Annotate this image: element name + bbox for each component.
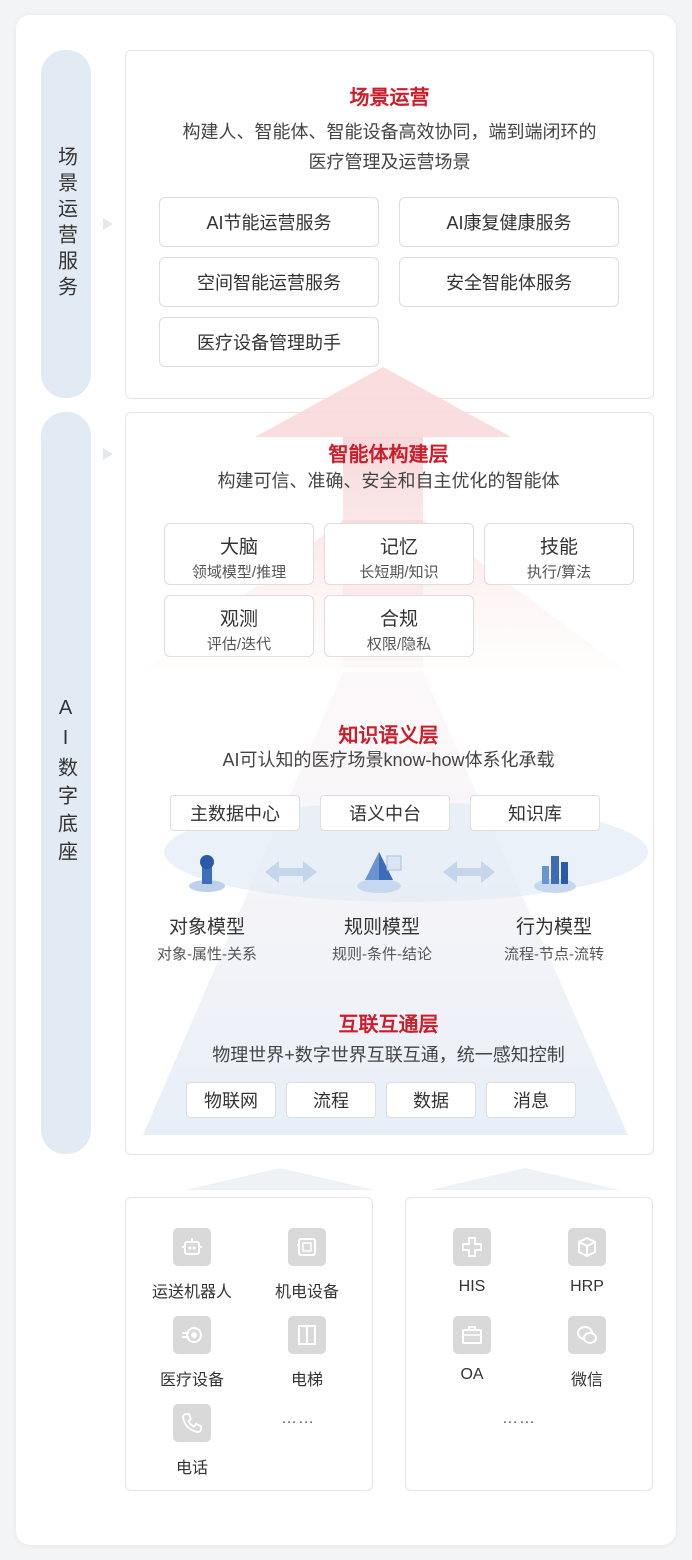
scanner-icon — [173, 1316, 211, 1354]
connector-left — [185, 1168, 375, 1190]
model-name: 对象模型 — [168, 917, 245, 938]
scene-desc-line2: 医疗管理及运营场景 — [308, 152, 471, 172]
service-medical-device-assistant: 医疗设备管理助手 — [159, 317, 379, 367]
tag-master-data: 主数据中心 — [170, 795, 300, 831]
system-label: OA — [460, 1366, 484, 1383]
more-ellipsis: …… — [281, 1410, 315, 1427]
object-model-icon — [189, 855, 225, 892]
bidirectional-arrow-icon — [265, 861, 317, 883]
interconnect-layer-title: 互联互通层 — [338, 1014, 439, 1036]
model-desc: 对象-属性-关系 — [157, 946, 257, 963]
capability-name: 观测 — [219, 609, 258, 630]
systems-panel: HIS HRP OA 微信 …… — [405, 1197, 653, 1491]
side-label-scene-service: 场景运营服务 — [41, 50, 91, 398]
model-name: 规则模型 — [343, 917, 420, 938]
device-telephone: 电话 — [147, 1404, 237, 1478]
scene-desc-line1: 构建人、智能体、智能设备高效协同，端到端闭环的 — [182, 122, 597, 142]
device-label: 机电设备 — [274, 1284, 339, 1301]
knowledge-layer-title: 知识语义层 — [338, 725, 439, 747]
tag-data: 数据 — [386, 1082, 476, 1118]
behavior-model-icon — [534, 856, 576, 893]
agent-layer-desc: 构建可信、准确、安全和自主优化的智能体 — [217, 471, 560, 491]
rule-model-icon — [357, 852, 402, 893]
service-space-intelligence: 空间智能运营服务 — [159, 257, 379, 307]
capability-name: 技能 — [539, 537, 578, 558]
device-label: 电话 — [175, 1460, 208, 1477]
tag-knowledge-base: 知识库 — [470, 795, 600, 831]
capability-compliance: 合规 权限/隐私 — [324, 595, 474, 657]
device-label: 电梯 — [290, 1372, 323, 1389]
capability-memory: 记忆 长短期/知识 — [324, 523, 474, 585]
service-security-agent: 安全智能体服务 — [399, 257, 619, 307]
side-label-text: 场景运营服务 — [54, 146, 77, 302]
briefcase-icon — [453, 1316, 491, 1354]
capability-name: 记忆 — [379, 537, 418, 558]
tag-process: 流程 — [286, 1082, 376, 1118]
system-label: HIS — [458, 1278, 486, 1295]
system-label: 微信 — [570, 1372, 603, 1389]
system-wechat: 微信 — [542, 1316, 632, 1390]
interconnect-layer-desc: 物理世界+数字世界互联互通，统一感知控制 — [212, 1045, 565, 1065]
arrow-right-icon — [103, 448, 113, 460]
capability-observe: 观测 评估/迭代 — [164, 595, 314, 657]
side-label-text: AI数字底座 — [54, 697, 77, 869]
capability-brain: 大脑 领域模型/推理 — [164, 523, 314, 585]
service-ai-rehab: AI康复健康服务 — [399, 197, 619, 247]
model-desc: 流程-节点-流转 — [504, 946, 604, 963]
system-label: HRP — [570, 1278, 604, 1295]
robot-icon — [173, 1228, 211, 1266]
devices-panel: 运送机器人 机电设备 医疗设备 电梯 电话 …… — [125, 1197, 373, 1491]
object-model: 对象模型 对象-属性-关系 — [132, 912, 282, 964]
capability-name: 合规 — [379, 609, 418, 630]
device-elevator: 电梯 — [262, 1316, 352, 1390]
device-electromechanical: 机电设备 — [262, 1228, 352, 1302]
device-medical: 医疗设备 — [147, 1316, 237, 1390]
capability-desc: 权限/隐私 — [366, 636, 432, 653]
capability-desc: 评估/迭代 — [206, 636, 272, 653]
capability-desc: 执行/算法 — [526, 564, 592, 581]
elevator-icon — [288, 1316, 326, 1354]
system-hrp: HRP — [542, 1228, 632, 1296]
tag-semantic-platform: 语义中台 — [320, 795, 450, 831]
scene-title: 场景运营 — [349, 87, 430, 109]
connector-right — [430, 1168, 620, 1190]
arrow-head — [255, 367, 511, 437]
bidirectional-arrow-icon — [443, 861, 495, 883]
box-icon — [568, 1228, 606, 1266]
more-ellipsis: …… — [502, 1410, 536, 1427]
medical-cross-icon — [453, 1228, 491, 1266]
tag-iot: 物联网 — [186, 1082, 276, 1118]
knowledge-beam — [143, 672, 628, 1135]
capability-desc: 领域模型/推理 — [191, 564, 287, 581]
behavior-model: 行为模型 流程-节点-流转 — [479, 912, 629, 964]
device-label: 医疗设备 — [159, 1372, 224, 1389]
service-ai-energy: AI节能运营服务 — [159, 197, 379, 247]
agent-layer-title: 智能体构建层 — [328, 444, 449, 466]
system-his: HIS — [427, 1228, 517, 1296]
device-label: 运送机器人 — [151, 1284, 232, 1301]
side-label-ai-base: AI数字底座 — [41, 412, 91, 1154]
tag-message: 消息 — [486, 1082, 576, 1118]
capability-skill: 技能 执行/算法 — [484, 523, 634, 585]
rule-model: 规则模型 规则-条件-结论 — [307, 912, 457, 964]
model-name: 行为模型 — [515, 917, 592, 938]
device-transport-robot: 运送机器人 — [147, 1228, 237, 1302]
scene-operation-panel: 场景运营 构建人、智能体、智能设备高效协同，端到端闭环的 医疗管理及运营场景 A… — [125, 50, 654, 399]
capability-desc: 长短期/知识 — [359, 564, 439, 581]
model-desc: 规则-条件-结论 — [332, 946, 432, 963]
system-oa: OA — [427, 1316, 517, 1384]
phone-icon — [173, 1404, 211, 1442]
cabinet-icon — [288, 1228, 326, 1266]
ai-base-content: 智能体构建层 构建可信、准确、安全和自主优化的智能体 大脑 领域模型/推理 记忆… — [125, 412, 652, 1153]
wechat-icon — [568, 1316, 606, 1354]
arrow-right-icon — [103, 218, 113, 230]
knowledge-layer-desc: AI可认知的医疗场景know-how体系化承载 — [222, 750, 555, 770]
capability-name: 大脑 — [219, 537, 258, 558]
